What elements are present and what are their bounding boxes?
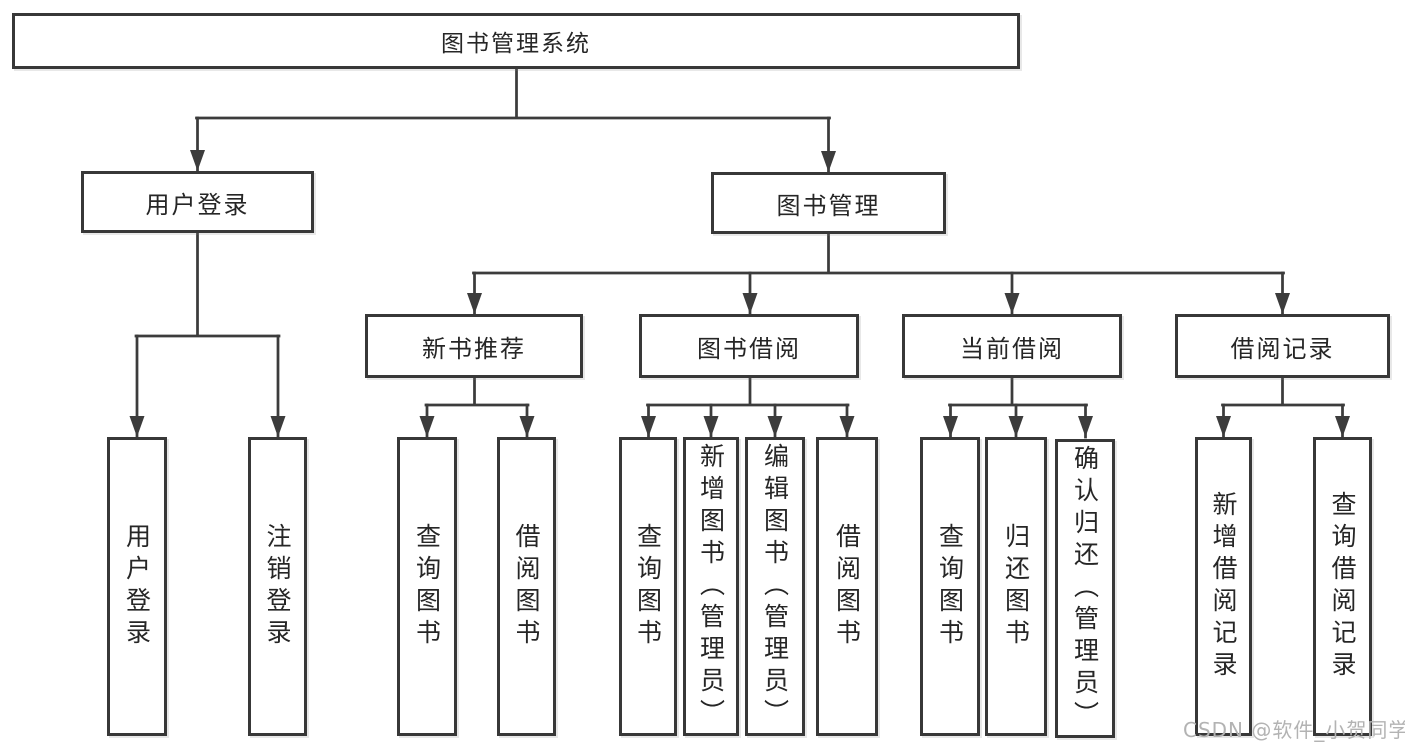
- connector-arrows: [129, 116, 1350, 439]
- leaf-label: 确认归还（管理员）: [1070, 444, 1100, 733]
- leaf-label: 借阅图书: [832, 522, 862, 651]
- node-current-borrowing: 当前借阅: [902, 314, 1122, 378]
- node-user-login: 用户登录: [81, 171, 314, 233]
- node-book-management: 图书管理: [711, 172, 946, 234]
- leaf-query-books-current: 查询图书: [920, 437, 980, 736]
- leaf-label: 查询借阅记录: [1328, 490, 1357, 683]
- leaf-confirm-return-admin: 确认归还（管理员）: [1055, 439, 1115, 738]
- leaf-borrow-books-2: 借阅图书: [816, 437, 878, 736]
- leaf-label: 归还图书: [1001, 522, 1031, 651]
- leaf-add-borrow-record: 新增借阅记录: [1195, 437, 1252, 736]
- node-label: 用户登录: [145, 190, 250, 219]
- csdn-watermark: CSDN @软件_小贺同学: [1183, 718, 1405, 742]
- leaf-label: 注销登录: [263, 522, 292, 651]
- node-label: 借阅记录: [1230, 334, 1335, 363]
- node-new-book-recommend: 新书推荐: [365, 314, 583, 378]
- leaf-edit-book-admin: 编辑图书（管理员）: [745, 437, 805, 736]
- leaf-label: 借阅图书: [512, 522, 541, 651]
- node-label: 图书管理: [776, 191, 881, 220]
- node-borrow-records: 借阅记录: [1175, 314, 1390, 378]
- leaf-label: 用户登录: [122, 522, 152, 651]
- leaf-logout: 注销登录: [248, 437, 307, 736]
- leaf-label: 新增借阅记录: [1209, 490, 1238, 683]
- leaf-return-book: 归还图书: [985, 437, 1047, 736]
- leaf-borrow-books-recommend: 借阅图书: [497, 437, 556, 736]
- leaf-user-login: 用户登录: [107, 437, 167, 736]
- node-label: 新书推荐: [422, 334, 526, 363]
- leaf-query-borrow-record: 查询借阅记录: [1313, 437, 1372, 736]
- node-label: 图书管理系统: [441, 31, 591, 57]
- node-label: 图书借阅: [697, 334, 801, 363]
- leaf-label: 查询图书: [935, 522, 965, 651]
- node-label: 当前借阅: [960, 334, 1064, 363]
- leaf-label: 查询图书: [633, 522, 663, 651]
- leaf-label: 查询图书: [412, 522, 442, 651]
- leaf-label: 编辑图书（管理员）: [760, 442, 790, 731]
- leaf-query-books-borrowing: 查询图书: [619, 437, 677, 736]
- node-system-root: 图书管理系统: [12, 13, 1020, 69]
- leaf-add-book-admin: 新增图书（管理员）: [683, 437, 739, 736]
- leaf-query-books-recommend: 查询图书: [397, 437, 457, 736]
- node-book-borrowing: 图书借阅: [639, 314, 859, 378]
- leaf-label: 新增图书（管理员）: [696, 442, 726, 731]
